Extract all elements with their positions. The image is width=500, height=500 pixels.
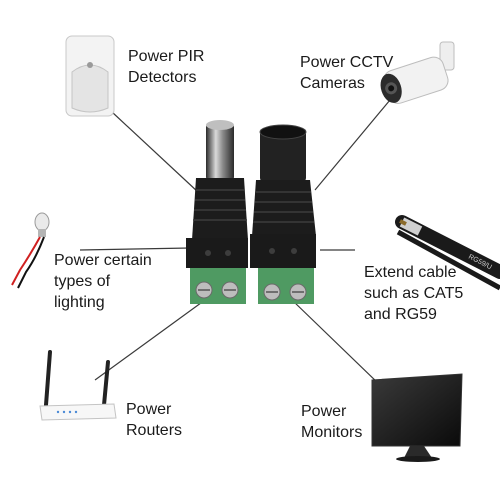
cctv-camera-image [380, 41, 455, 104]
label-lighting-line3: lighting [54, 294, 105, 311]
label-extend-cable: Extend cable such as CAT5 and RG59 [364, 262, 463, 325]
label-cable-line2: such as CAT5 [364, 285, 464, 302]
router-image [39, 350, 117, 421]
leader-line-pir [111, 111, 199, 193]
label-pir-detectors: Power PIR Detectors [128, 46, 204, 88]
label-cctv-line1: Power CCTV [300, 54, 394, 71]
leader-lines [79, 99, 391, 386]
coax-cable-image [395, 215, 500, 291]
label-cable-line1: Extend cable [364, 264, 457, 281]
label-pir-line1: Power PIR [128, 48, 205, 65]
leader-line-monitors [291, 299, 381, 386]
leader-line-routers [94, 299, 206, 381]
light-bulb-image [11, 212, 50, 289]
pir-detector-image [65, 35, 115, 117]
label-pir-line2: Detectors [128, 69, 197, 86]
leader-line-cctv [314, 99, 391, 191]
label-routers-line1: Power [126, 401, 172, 418]
label-monitors-line1: Power [301, 403, 347, 420]
leader-line-lighting [79, 247, 191, 251]
monitor-image [371, 373, 463, 462]
label-routers: Power Routers [126, 399, 182, 441]
label-lighting-line2: types of [54, 273, 111, 290]
label-monitors-line2: Monitors [301, 424, 363, 441]
label-cable-line3: and RG59 [364, 306, 437, 323]
label-lighting: Power certain types of lighting [54, 250, 152, 313]
label-cctv-line2: Cameras [300, 75, 365, 92]
label-lighting-line1: Power certain [54, 252, 152, 269]
dc-connectors-image [186, 120, 316, 304]
label-cctv-cameras: Power CCTV Cameras [300, 52, 393, 94]
label-monitors: Power Monitors [301, 401, 362, 443]
label-routers-line2: Routers [126, 422, 183, 439]
